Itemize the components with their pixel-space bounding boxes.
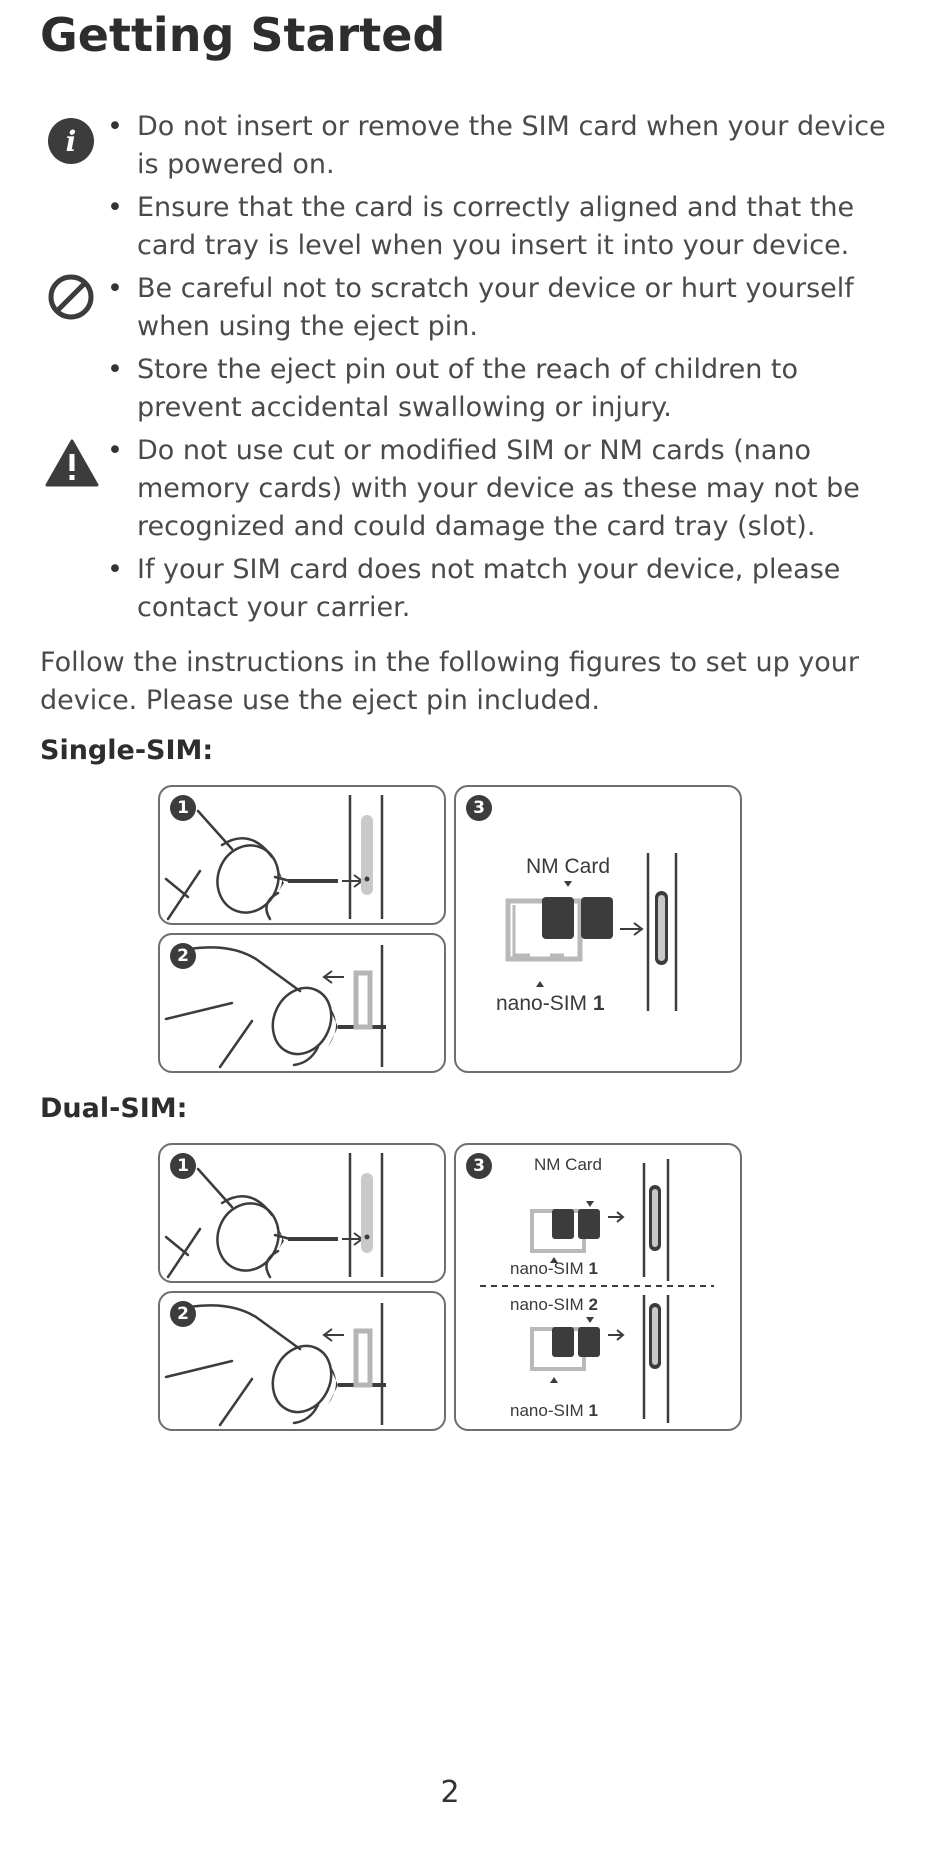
single-sim-step3-figure: 3 NM Card nano-SIM 1 [454, 785, 742, 1073]
card-tray-illustration [505, 853, 678, 1011]
note-bullet: •Store the eject pin out of the reach of… [107, 354, 799, 423]
dual-sim-step2-figure: 2 [158, 1291, 446, 1431]
step-number-badge: 1 [170, 1153, 196, 1179]
dual-sim-step3-figure: 3 NM Card nano-SIM 1 nano-SIM 2 nano-SIM… [454, 1143, 742, 1431]
note-group-prohibited: •Be careful not to scratch your device o… [0, 270, 950, 427]
step-number-badge: 2 [170, 943, 196, 969]
nm-card-label: NM Card [534, 1155, 603, 1174]
safety-notes: i •Do not insert or remove the SIM card … [0, 108, 950, 632]
single-sim-step1-figure: 1 [158, 785, 446, 925]
note-bullet: •Do not use cut or modified SIM or NM ca… [107, 435, 860, 542]
nano-sim-1-label: nano-SIM 1 [510, 1259, 598, 1278]
page-number: 2 [440, 1775, 460, 1810]
nm-card-label: NM Card [526, 855, 611, 878]
dual-sim-step1-figure: 1 [158, 1143, 446, 1283]
hand-pull-tray-illustration [164, 1303, 386, 1427]
warning-icon [45, 439, 99, 487]
single-sim-heading: Single-SIM: [40, 735, 214, 766]
single-sim-step2-figure: 2 [158, 933, 446, 1073]
step-number-badge: 1 [170, 795, 196, 821]
step-number-badge: 2 [170, 1301, 196, 1327]
note-group-warning: •Do not use cut or modified SIM or NM ca… [0, 432, 950, 627]
note-bullet: •If your SIM card does not match your de… [107, 554, 841, 623]
note-bullet: •Be careful not to scratch your device o… [107, 273, 854, 342]
page-title: Getting Started [40, 8, 446, 62]
hand-pull-tray-illustration [164, 945, 386, 1069]
step-number-badge: 3 [466, 795, 492, 821]
instructions-text: Follow the instructions in the following… [40, 647, 860, 716]
step-number-badge: 3 [466, 1153, 492, 1179]
svg-text:i: i [66, 125, 77, 158]
hand-insert-pin-illustration [164, 1153, 384, 1279]
nano-sim-1-label-bottom: nano-SIM 1 [510, 1401, 598, 1420]
note-bullet: •Do not insert or remove the SIM card wh… [107, 111, 886, 180]
info-icon: i [48, 118, 94, 164]
note-group-info: i •Do not insert or remove the SIM card … [0, 108, 950, 265]
nano-sim-label: nano-SIM 1 [496, 992, 605, 1015]
nano-sim-2-label: nano-SIM 2 [510, 1295, 598, 1314]
prohibited-icon [48, 274, 94, 320]
hand-insert-pin-illustration [164, 795, 384, 921]
dual-card-tray-illustration [480, 1159, 714, 1423]
dual-sim-heading: Dual-SIM: [40, 1093, 188, 1124]
note-bullet: •Ensure that the card is correctly align… [107, 192, 855, 261]
